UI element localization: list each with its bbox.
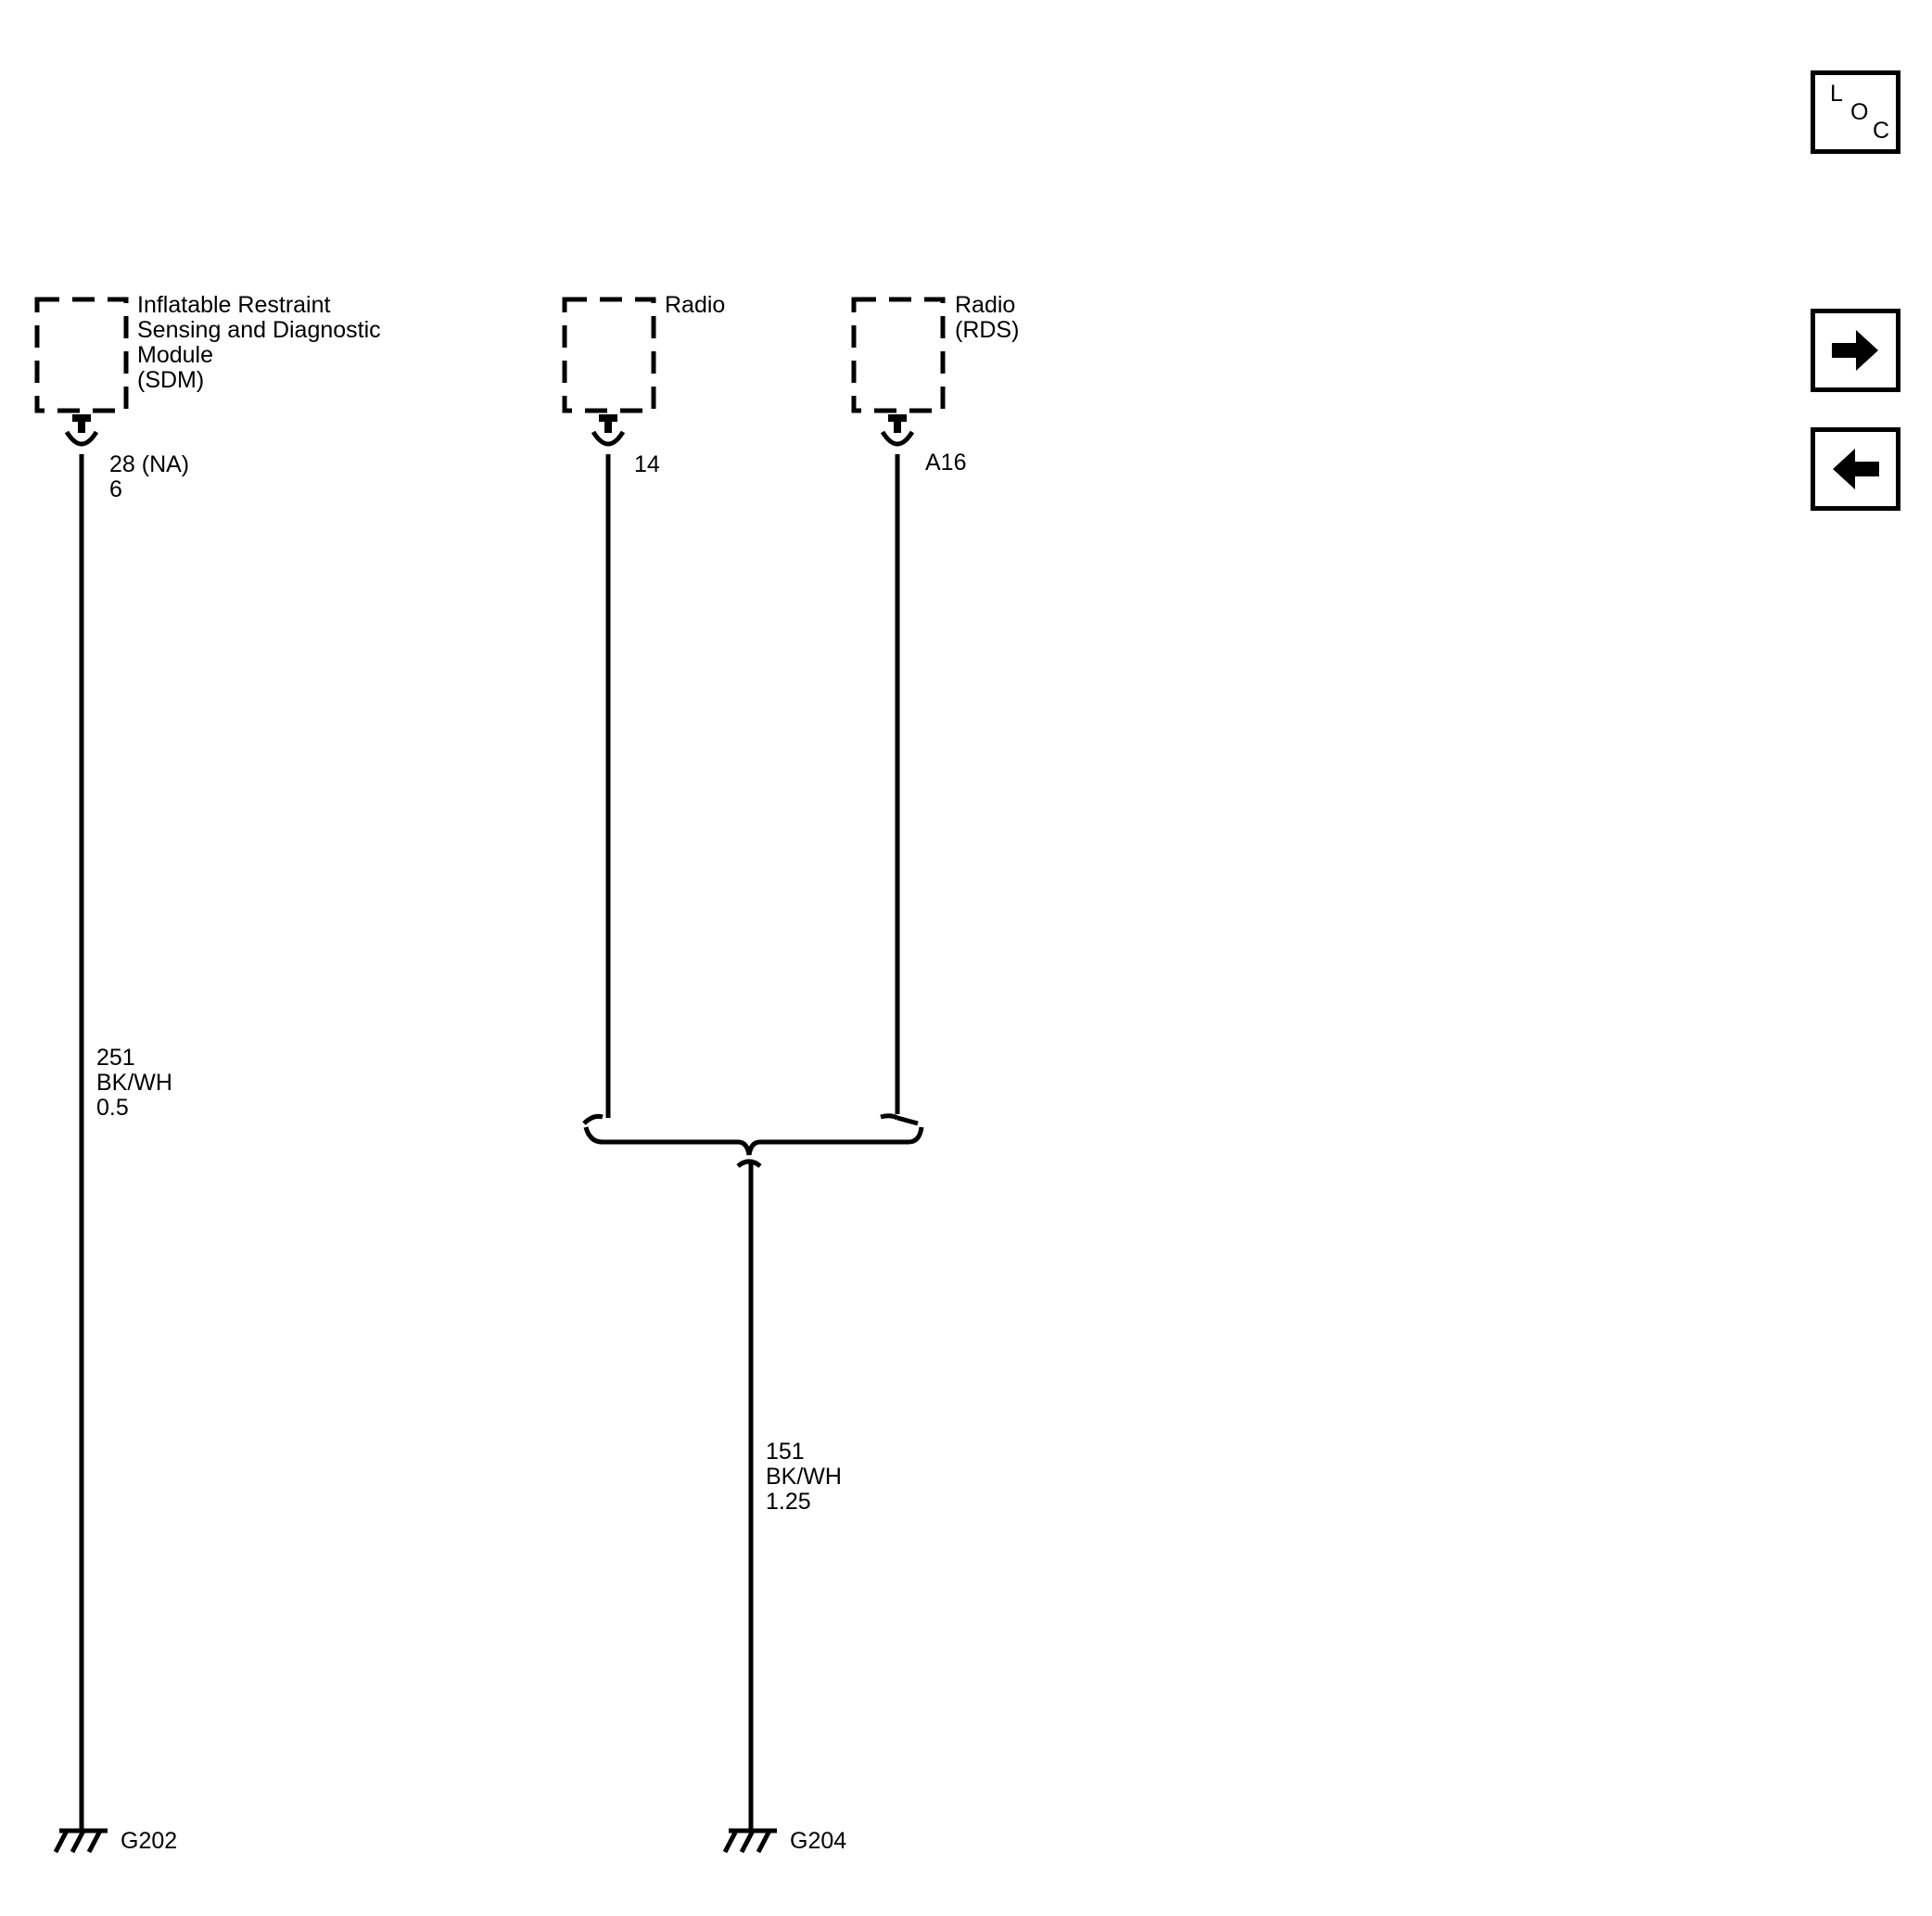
sdm-component-box [34, 297, 129, 413]
radio-rds-pin-label: A16 [925, 450, 966, 476]
sdm-name-line: (SDM) [137, 367, 205, 393]
arrow-left-icon [1833, 449, 1879, 489]
wire-color: BK/WH [766, 1464, 842, 1490]
radio-rds-name-line: (RDS) [955, 317, 1020, 343]
radio-rds-name-line: Radio [955, 292, 1016, 318]
radio-rds-pin-line: A16 [925, 450, 967, 476]
wire-251-label: 251 BK/WH 0.5 [96, 1046, 172, 1121]
radio-rds-pin-connector [880, 414, 915, 447]
loc-letter-c: C [1873, 118, 1890, 144]
sdm-pin-line: 28 (NA) [109, 451, 190, 477]
radio-pin-label: 14 [634, 452, 660, 477]
sdm-name-label: Inflatable Restraint Sensing and Diagnos… [137, 293, 381, 393]
next-page-button[interactable] [1811, 309, 1900, 392]
prev-page-button[interactable] [1811, 427, 1900, 511]
radio-pin-connector [591, 414, 626, 447]
g204-ground-symbol [722, 1828, 777, 1854]
arrow-right-icon [1832, 330, 1878, 371]
sdm-name-line: Inflatable Restraint [137, 292, 331, 318]
loc-letter-o: O [1850, 99, 1869, 125]
radio-component-box [562, 297, 656, 413]
sdm-name-line: Module [137, 342, 213, 368]
splice-bracket [582, 1113, 924, 1156]
radio-rds-component-box [851, 297, 946, 413]
wire-circuit: 251 [96, 1045, 135, 1071]
wire-gauge: 0.5 [96, 1095, 129, 1121]
wire-151-label: 151 BK/WH 1.25 [766, 1440, 842, 1515]
radio-rds-name-label: Radio (RDS) [955, 293, 1019, 343]
radio-name-line: Radio [665, 292, 726, 318]
sdm-pin-connector [64, 414, 99, 447]
g202-ground-symbol [53, 1828, 108, 1854]
loc-button[interactable]: L O C [1811, 70, 1900, 154]
g204-label: G204 [790, 1828, 847, 1854]
wire-circuit: 151 [766, 1439, 805, 1465]
wire-color: BK/WH [96, 1070, 172, 1096]
loc-letter-l: L [1830, 81, 1843, 107]
sdm-pin-line: 6 [109, 476, 122, 502]
g202-label: G202 [121, 1828, 178, 1854]
radio-pin-line: 14 [634, 451, 660, 477]
radio-name-label: Radio [665, 293, 725, 318]
sdm-pin-label: 28 (NA) 6 [109, 452, 189, 502]
sdm-name-line: Sensing and Diagnostic [137, 317, 381, 343]
wire-gauge: 1.25 [766, 1489, 811, 1515]
splice-output-hook [736, 1159, 762, 1169]
